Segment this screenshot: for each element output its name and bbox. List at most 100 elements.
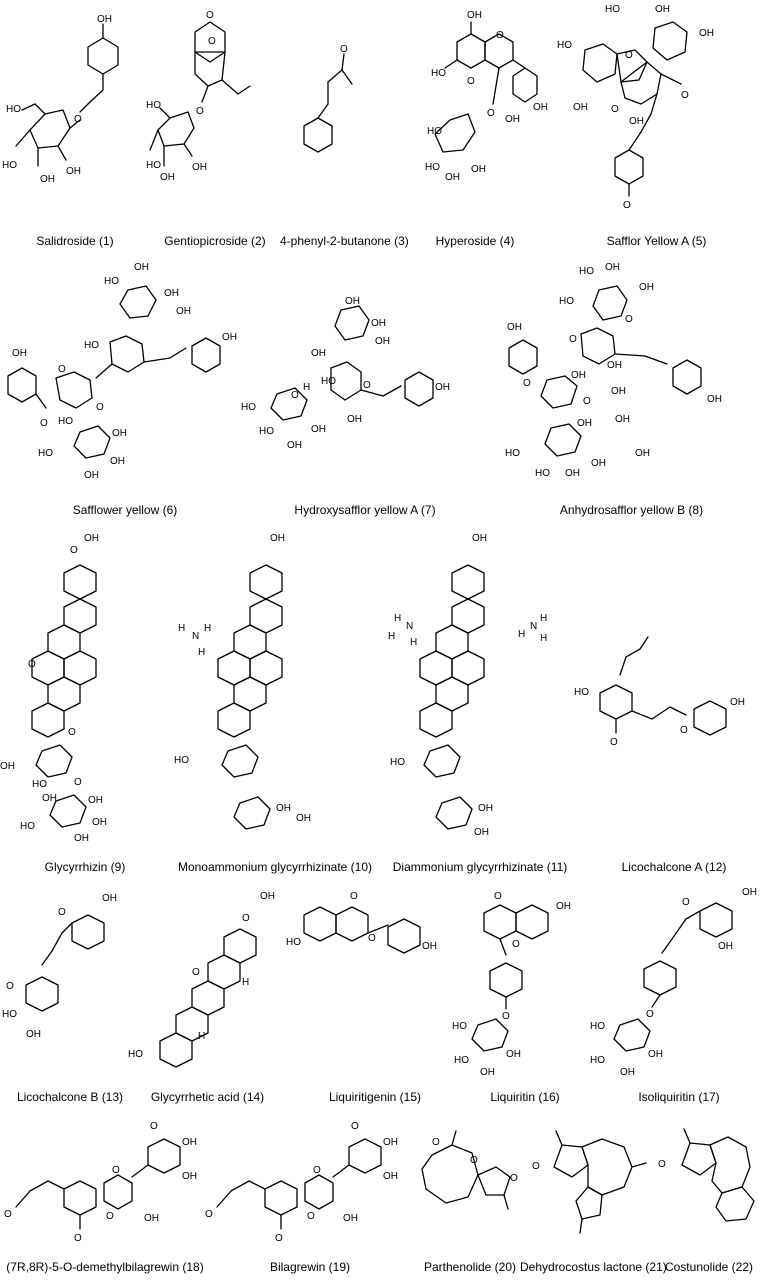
atom-label: OH [276, 803, 291, 814]
demethylbilagrewin-structure: O OH OH O O OH O O [4, 1121, 197, 1244]
atom-label: OH [507, 322, 522, 333]
compound-9-glycyrrhizin: OH O O O OH HO O OH OH HO OH OH [0, 525, 170, 885]
dehydrocostus-lactone-structure: O [532, 1130, 647, 1234]
atom-label: O [106, 1211, 114, 1222]
compound-12-licochalcone-a: HO O O OH Licochalcone A (12) [574, 525, 768, 885]
atom-label: HO [174, 755, 189, 766]
compound-21-dehydrocostus-lactone: O Dehydrocostus lactone (21) [520, 1115, 667, 1286]
atom-label: OH [92, 817, 107, 828]
gentiopicroside-structure: O O O HO HO OH OH [146, 10, 251, 183]
atom-label: OH [648, 1049, 663, 1060]
row-5: O OH OH O O OH O O (7R,8R)-5-O-demethylb… [0, 1115, 768, 1286]
atom-label: OH [571, 370, 586, 381]
compound-10-monoammonium-glycyrrhizinate: H N H H OH HO OH OH Monoammonium glycyrr… [170, 525, 380, 885]
compound-22-costunolide: O Costunolide (22) [650, 1115, 768, 1286]
atom-label: HO [286, 937, 301, 948]
compound-19-bilagrewin: O OH OH O O OH O O Bilagrewin (19) [205, 1115, 415, 1286]
atom-label: OH [573, 102, 588, 113]
atom-label: O [658, 1159, 666, 1170]
compound-label: Parthenolide (20) [423, 1260, 517, 1274]
atom-label: OH [422, 941, 437, 952]
compound-14-glycyrrhetic-acid: OH O O H HO H Glycyrrhetic acid (14) [120, 885, 295, 1115]
atom-label: O [532, 1161, 540, 1172]
compound-18-demethylbilagrewin: O OH OH O O OH O O (7R,8R)-5-O-demethylb… [0, 1115, 210, 1286]
compound-label: Licochalcone B (13) [16, 1090, 124, 1104]
atom-label: O [510, 1173, 518, 1184]
compound-11-diammonium-glycyrrhizinate: H N H H H N H H OH HO OH OH [380, 525, 580, 885]
atom-label: OH [435, 382, 450, 393]
atom-label: H [198, 647, 205, 658]
atom-label: OH [296, 813, 311, 824]
atom-label: O [28, 659, 36, 670]
atom-label: OH [556, 901, 571, 912]
atom-label: OH [478, 803, 493, 814]
atom-label: H [303, 382, 310, 393]
compound-label: Glycyrrhizin (9) [44, 860, 126, 874]
atom-label: OH [144, 1213, 159, 1224]
licochalcone-b-structure: OH O O HO OH [2, 893, 117, 1040]
atom-label: HO [20, 821, 35, 832]
atom-label: O [242, 913, 250, 924]
atom-label: O [496, 30, 504, 41]
atom-label: H [410, 637, 417, 648]
atom-label: OH [0, 761, 15, 772]
atom-label: OH [26, 1029, 41, 1040]
atom-label: O [307, 1211, 315, 1222]
atom-label: OH [176, 306, 191, 317]
compound-7-hydroxysafflor-yellow-a: OH OH OH OH O HO OH O H HO OH HO OH OH [235, 260, 495, 525]
atom-label: O [569, 334, 577, 345]
atom-label: HO [559, 296, 574, 307]
atom-label: O [682, 897, 690, 908]
compound-label: Hydroxysafflor yellow A (7) [294, 503, 436, 517]
row-4: OH O O HO OH Licochalcone B (13) OH O [0, 885, 768, 1115]
compound-label: 4-phenyl-2-butanone (3) [280, 234, 409, 248]
atom-label: O [340, 44, 348, 55]
atom-label: HO [390, 757, 405, 768]
atom-label: O [112, 1165, 120, 1176]
safflower-yellow-structure: OH HO OH OH OH HO OH O O O HO [7, 262, 237, 481]
compound-label: Bilagrewin (19) [269, 1260, 351, 1274]
atom-label: O [611, 104, 619, 115]
atom-label: HO [2, 160, 17, 171]
atom-label: O [610, 737, 618, 748]
atom-label: OH [467, 10, 482, 21]
atom-label: HO [259, 426, 274, 437]
atom-label: OH [343, 1213, 358, 1224]
atom-label: O [350, 891, 358, 902]
atom-label: O [523, 378, 531, 389]
atom-label: OH [635, 448, 650, 459]
compound-label: (7R,8R)-5-O-demethylbilagrewin (18) [6, 1260, 204, 1274]
atom-label: H [388, 631, 395, 642]
compound-label: Anhydrosafflor yellow B (8) [559, 503, 704, 517]
atom-label: HO [6, 104, 21, 115]
glycyrrhizin-structure: OH O O O OH HO O OH OH HO OH OH [0, 533, 107, 844]
atom-label: OH [480, 1067, 495, 1078]
atom-label: H [540, 633, 547, 644]
atom-label: H [518, 629, 525, 640]
atom-label: O [623, 200, 631, 211]
atom-label: OH [371, 318, 386, 329]
atom-label: OH [742, 887, 757, 898]
atom-label: O [196, 106, 204, 117]
atom-label: OH [615, 414, 630, 425]
atom-label: OH [577, 418, 592, 429]
atom-label: O [192, 967, 200, 978]
compound-label: Isoliquiritin (17) [638, 1090, 720, 1104]
atom-label: OH [160, 172, 175, 183]
atom-label: O [6, 981, 14, 992]
atom-label: HO [574, 687, 589, 698]
atom-label: OH [607, 360, 622, 371]
atom-label: OH [270, 533, 285, 544]
atom-label: O [208, 36, 216, 47]
atom-label: OH [472, 533, 487, 544]
compound-20-parthenolide: O O O Parthenolide (20) [410, 1115, 530, 1286]
atom-label: HO [84, 340, 99, 351]
atom-label: OH [345, 296, 360, 307]
atom-label: O [502, 1011, 510, 1022]
atom-label: OH [629, 116, 644, 127]
atom-label: O [583, 396, 591, 407]
atom-label: OH [42, 793, 57, 804]
atom-label: O [625, 50, 633, 61]
atom-label: O [313, 1165, 321, 1176]
atom-label: OH [506, 1049, 521, 1060]
